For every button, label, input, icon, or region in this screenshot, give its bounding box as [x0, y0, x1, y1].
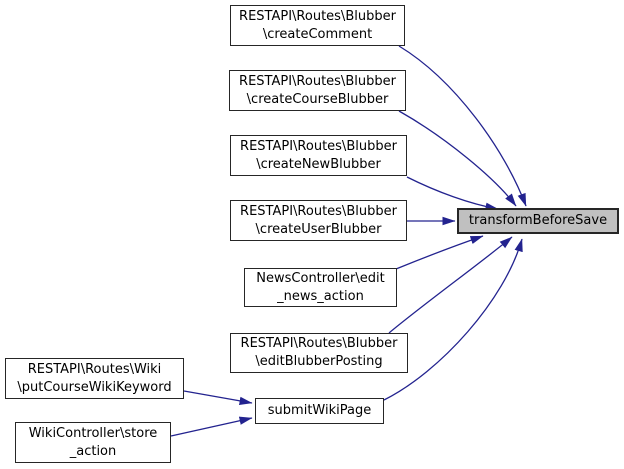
- node-createNewBlubber[interactable]: RESTAPI\Routes\Blubber \createNewBlubber: [230, 135, 407, 176]
- node-label: NewsController\edit _news_action: [256, 270, 385, 304]
- edge-edit-news-action-to-transformBeforeSave: [395, 235, 484, 270]
- edge-submitWikiPage-to-transformBeforeSave: [383, 238, 523, 401]
- edge-store-action-to-submitWikiPage: [170, 416, 253, 437]
- node-label: transformBeforeSave: [468, 213, 608, 228]
- node-putCourseWikiKeyword[interactable]: RESTAPI\Routes\Wiki \putCourseWikiKeywor…: [5, 358, 184, 399]
- node-createUserBlubber[interactable]: RESTAPI\Routes\Blubber \createUserBlubbe…: [230, 200, 407, 241]
- node-label: submitWikiPage: [267, 403, 372, 418]
- node-edit-news-action[interactable]: NewsController\edit _news_action: [244, 268, 397, 307]
- edge-createComment-to-transformBeforeSave: [398, 45, 527, 207]
- edge-createCourseBlubber-to-transformBeforeSave: [398, 110, 517, 207]
- node-store-action[interactable]: WikiController\store _action: [15, 422, 171, 463]
- edge-editBlubberPosting-to-transformBeforeSave: [388, 236, 513, 334]
- node-label: WikiController\store _action: [28, 425, 158, 459]
- node-transformBeforeSave: transformBeforeSave: [457, 208, 619, 234]
- node-label: RESTAPI\Routes\Blubber \createNewBlubber: [240, 138, 397, 172]
- node-createComment[interactable]: RESTAPI\Routes\Blubber \createComment: [230, 5, 405, 46]
- node-label: RESTAPI\Routes\Blubber \editBlubberPosti…: [240, 336, 398, 369]
- node-label: RESTAPI\Routes\Blubber \createComment: [239, 8, 396, 42]
- node-label: RESTAPI\Routes\Wiki \putCourseWikiKeywor…: [17, 361, 172, 395]
- node-createCourseBlubber[interactable]: RESTAPI\Routes\Blubber \createCourseBlub…: [229, 70, 406, 111]
- node-label: RESTAPI\Routes\Blubber \createCourseBlub…: [239, 73, 396, 107]
- node-label: RESTAPI\Routes\Blubber \createUserBlubbe…: [240, 203, 397, 237]
- edge-createNewBlubber-to-transformBeforeSave: [406, 176, 499, 211]
- node-editBlubberPosting[interactable]: RESTAPI\Routes\Blubber \editBlubberPosti…: [230, 333, 408, 373]
- edge-putCourseWikiKeyword-to-submitWikiPage: [183, 390, 253, 405]
- node-submitWikiPage[interactable]: submitWikiPage: [255, 398, 384, 424]
